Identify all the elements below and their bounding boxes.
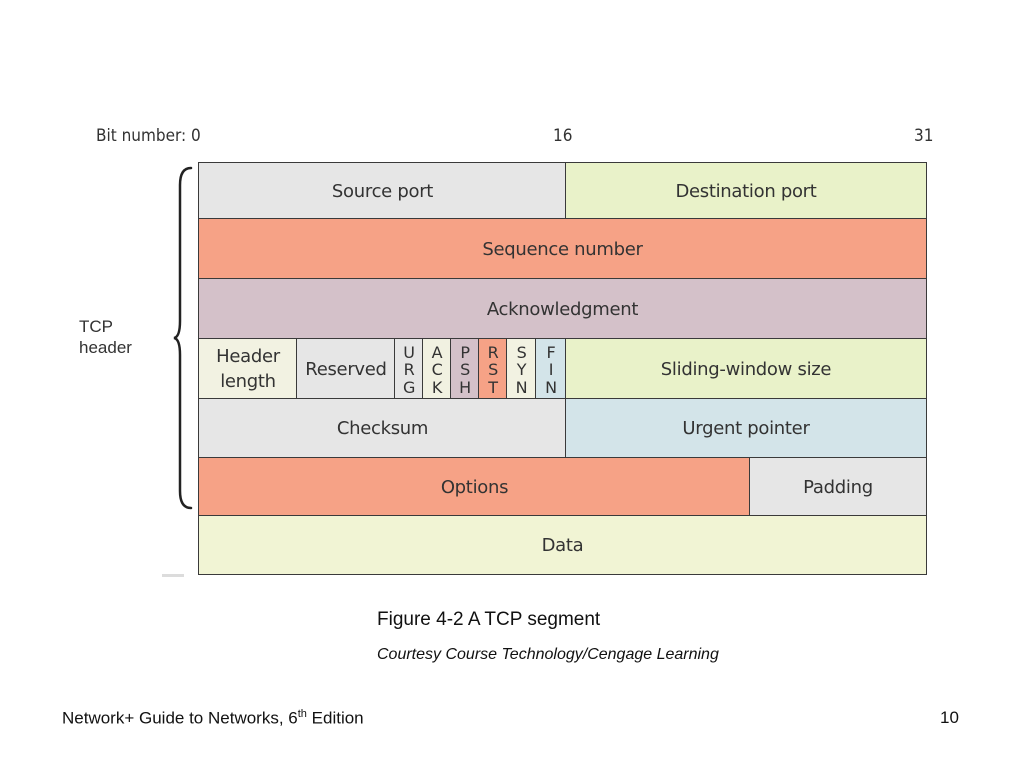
flag-fin-letter-1: F: [546, 342, 556, 362]
sequence-number-field: Sequence number: [198, 218, 927, 280]
flag-rst-letter-1: R: [487, 342, 499, 362]
flag-rst: R S T: [478, 338, 508, 400]
header-brace: [173, 166, 193, 510]
sliding-window-size-field: Sliding-window size: [565, 338, 927, 400]
flag-rst-letter-3: T: [488, 377, 498, 397]
urgent-pointer-field: Urgent pointer: [565, 398, 927, 459]
source-port-field: Source port: [198, 162, 567, 220]
flag-fin: F I N: [535, 338, 567, 400]
flag-fin-letter-2: I: [548, 360, 554, 380]
flag-ack-letter-2: C: [431, 360, 443, 380]
page-number: 10: [940, 708, 959, 727]
checksum-field: Checksum: [198, 398, 567, 459]
header-length-field: Header length: [198, 338, 298, 400]
bit-number-31: 31: [914, 126, 934, 146]
options-field: Options: [198, 457, 751, 517]
data-field: Data: [198, 515, 927, 575]
padding-field: Padding: [749, 457, 927, 517]
flag-syn-letter-1: S: [516, 342, 527, 362]
flag-fin-letter-3: N: [545, 377, 557, 397]
destination-port-field: Destination port: [565, 162, 927, 220]
flag-rst-letter-2: S: [488, 360, 498, 380]
acknowledgment-field: Acknowledgment: [198, 278, 927, 340]
bit-number-label: Bit number: 0: [96, 126, 201, 146]
header-length-line1: Header: [216, 346, 280, 367]
flag-urg-letter-1: U: [403, 342, 415, 362]
tcp-header-label: TCP header: [79, 316, 132, 358]
flag-psh-letter-2: S: [460, 360, 470, 380]
diagram-shadow: [162, 574, 184, 577]
flag-ack: A C K: [422, 338, 452, 400]
flag-ack-letter-1: A: [431, 342, 443, 362]
footer-title-suffix: Edition: [306, 708, 364, 728]
flag-urg: U R G: [394, 338, 424, 400]
tcp-label-line1: TCP: [79, 317, 113, 336]
flag-psh: P S H: [450, 338, 480, 400]
footer-title-sup: th: [297, 708, 307, 720]
flag-urg-letter-3: G: [402, 377, 416, 397]
tcp-segment-diagram: Source port Destination port Sequence nu…: [198, 162, 927, 575]
figure-credit: Courtesy Course Technology/Cengage Learn…: [377, 646, 719, 663]
bit-number-16: 16: [553, 126, 573, 146]
flag-syn: S Y N: [506, 338, 537, 400]
figure-caption: Figure 4-2 A TCP segment: [377, 609, 601, 630]
flag-urg-letter-2: R: [403, 360, 415, 380]
flag-syn-letter-3: N: [515, 377, 528, 397]
footer-title: Network+ Guide to Networks, 6th Edition: [62, 708, 364, 729]
tcp-label-line2: header: [79, 338, 132, 357]
flag-syn-letter-2: Y: [516, 360, 527, 380]
header-length-line2: length: [220, 371, 276, 392]
flag-psh-letter-3: H: [459, 377, 471, 397]
flag-psh-letter-1: P: [460, 342, 470, 362]
flag-ack-letter-3: K: [431, 377, 443, 397]
footer-title-prefix: Network+ Guide to Networks, 6: [62, 708, 298, 728]
reserved-field: Reserved: [296, 338, 396, 400]
